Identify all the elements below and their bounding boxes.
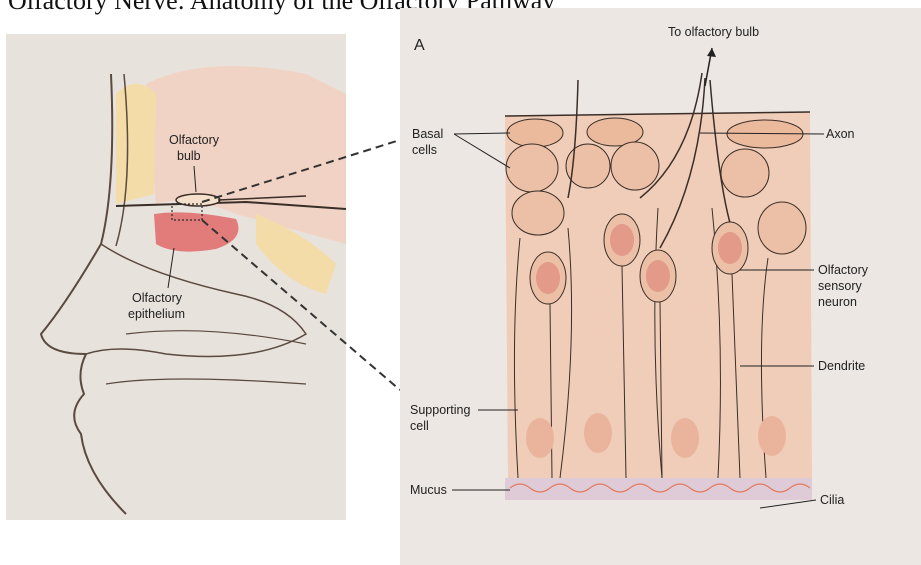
neuron-nucleus [536, 262, 560, 294]
neuron-nucleus [718, 232, 742, 264]
basal-cells-label-1: Basal [412, 127, 443, 141]
supporting-cell-nucleus [758, 416, 786, 456]
mucus-label: Mucus [410, 483, 447, 497]
basal-cell [506, 144, 558, 192]
supporting-cell-nucleus [584, 413, 612, 453]
osn-label-1: Olfactory [818, 263, 869, 277]
palate-line [126, 331, 306, 344]
basal-leader [454, 134, 510, 168]
cilia-label: Cilia [820, 493, 844, 507]
face-profile [74, 354, 126, 514]
basal-cell [611, 142, 659, 190]
mucus-layer [505, 478, 812, 500]
epithelium-leader [168, 248, 174, 288]
basal-cell [721, 149, 769, 197]
olfactory-bulb-label-2: bulb [177, 149, 201, 163]
epithelium-detail-panel: A To olfactory bulb Basal cells Axon Olf… [400, 8, 921, 565]
olfactory-bulb-label-1: Olfactory [169, 133, 220, 147]
epithelium-illustration: A To olfactory bulb Basal cells Axon Olf… [400, 8, 921, 565]
osn-label-3: neuron [818, 295, 857, 309]
basal-cell [758, 202, 806, 254]
head-section-panel: Olfactory bulb Olfactory epithelium [6, 34, 346, 520]
skull-outline [41, 74, 112, 354]
olfactory-epithelium-label-1: Olfactory [132, 291, 183, 305]
osn-label-2: sensory [818, 279, 863, 293]
dendrite-label: Dendrite [818, 359, 865, 373]
olfactory-epithelium-shape [154, 212, 239, 251]
supporting-cell-nucleus [526, 418, 554, 458]
head-section-illustration: Olfactory bulb Olfactory epithelium [6, 34, 346, 520]
axon-label: Axon [826, 127, 855, 141]
basal-cell [507, 119, 563, 147]
supporting-cell-nucleus [671, 418, 699, 458]
tongue-line [106, 379, 306, 384]
neuron-nucleus [610, 224, 634, 256]
bulb-arrowhead [707, 48, 716, 57]
supporting-cell-label-1: Supporting [410, 403, 471, 417]
basal-cell [512, 191, 564, 235]
neuron-nucleus [646, 260, 670, 292]
panel-letter: A [414, 37, 425, 54]
basal-cells-label-2: cells [412, 143, 437, 157]
frontal-sinus [116, 84, 156, 204]
olfactory-epithelium-label-2: epithelium [128, 307, 185, 321]
cilia-leader [760, 500, 816, 508]
supporting-cell-label-2: cell [410, 419, 429, 433]
basal-leader [454, 133, 510, 134]
to-olfactory-bulb-label: To olfactory bulb [668, 25, 759, 39]
